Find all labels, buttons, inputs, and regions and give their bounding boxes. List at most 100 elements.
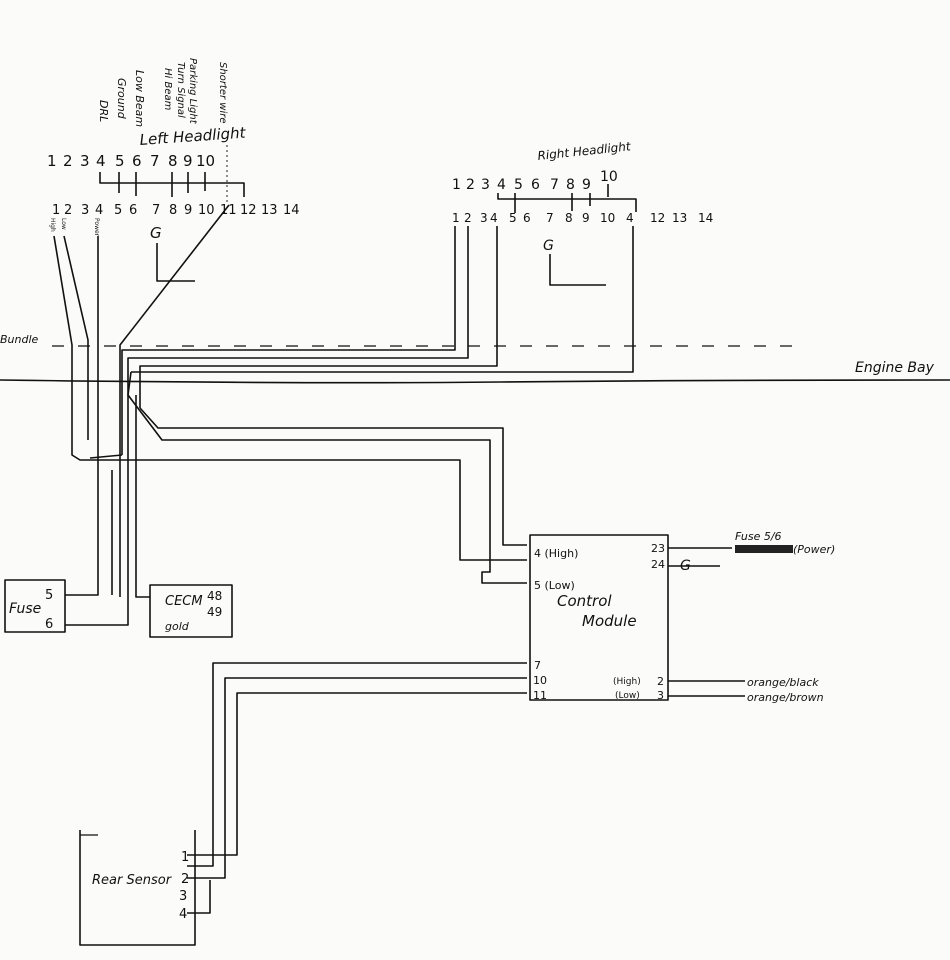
pin-label: 8 bbox=[168, 152, 178, 170]
wire-label-high: High bbox=[49, 218, 56, 232]
cm-note-low: (Low) bbox=[615, 691, 640, 701]
pin-label: 12 bbox=[650, 211, 665, 225]
rs-pin-2: 2 bbox=[181, 872, 189, 887]
pin-label: 5 bbox=[514, 177, 523, 193]
output-orange-black: orange/black bbox=[747, 676, 819, 689]
function-label-shorter-wire: Shorter wire bbox=[217, 62, 228, 124]
pin-label: 8 bbox=[566, 177, 575, 193]
function-label-ground: Ground bbox=[115, 78, 128, 120]
rs-pin-3: 3 bbox=[179, 889, 187, 904]
left-headlight: DRL Ground Low Beam Hi Beam Turn Signal … bbox=[47, 58, 300, 282]
output-power: (Power) bbox=[793, 543, 835, 556]
cecm-label: CECM bbox=[165, 594, 203, 609]
pin-label: 1 bbox=[52, 203, 60, 218]
pin-label: 1 bbox=[452, 177, 461, 193]
cm-ground-symbol: G bbox=[680, 558, 691, 574]
engine-bay-label: Engine Bay bbox=[855, 360, 935, 376]
pin-label: 6 bbox=[523, 211, 531, 225]
pin-label: 6 bbox=[132, 152, 142, 170]
fuse-pin-5: 5 bbox=[45, 588, 53, 603]
wires bbox=[53, 204, 745, 914]
function-label-parking-light: Parking Light bbox=[187, 58, 198, 125]
control-module: Control Module 4 (High) 5 (Low) 7 10 11 … bbox=[529, 530, 835, 704]
fuse-box: Fuse 5 6 bbox=[4, 579, 66, 633]
cm-pin-10: 10 bbox=[533, 674, 547, 687]
pin-label: 5 bbox=[509, 211, 517, 225]
pin-label: 12 bbox=[240, 203, 257, 218]
pin-label: 10 bbox=[196, 152, 215, 170]
pin-label: 4 bbox=[96, 152, 106, 170]
cm-pin-11: 11 bbox=[533, 689, 547, 702]
pin-label: 4 bbox=[626, 211, 634, 225]
pin-label: 3 bbox=[480, 211, 488, 225]
fuse-pin-6: 6 bbox=[45, 617, 53, 632]
pin-label: 2 bbox=[466, 177, 475, 193]
pin-label: 14 bbox=[283, 203, 300, 218]
cm-pin-4-high: 4 (High) bbox=[534, 547, 578, 560]
output-fuse: Fuse 5/6 bbox=[735, 530, 782, 543]
rs-pin-4: 4 bbox=[179, 907, 187, 922]
pin-label: 6 bbox=[531, 177, 540, 193]
fuse-label: Fuse bbox=[9, 601, 41, 617]
output-orange-brown: orange/brown bbox=[747, 691, 824, 704]
function-label-hi-beam: Hi Beam bbox=[162, 68, 173, 111]
pin-label: 2 bbox=[63, 152, 73, 170]
pin-label: 14 bbox=[698, 211, 713, 225]
rs-pin-1: 1 bbox=[181, 850, 189, 865]
cecm-sublabel: gold bbox=[165, 620, 190, 633]
engine-bay-line bbox=[0, 379, 950, 384]
pin-label: 11 bbox=[220, 203, 237, 218]
bundle-label: Bundle bbox=[0, 333, 39, 346]
pin-label: 8 bbox=[169, 203, 177, 218]
cecm-pin-49: 49 bbox=[207, 605, 222, 619]
pin-label: 10 bbox=[600, 169, 618, 185]
pin-label: 13 bbox=[672, 211, 687, 225]
pin-label: 2 bbox=[64, 203, 72, 218]
control-module-title-2: Module bbox=[582, 612, 637, 630]
right-headlight: Right Headlight 1 2 3 4 5 6 7 8 9 10 1 2… bbox=[452, 139, 713, 286]
pin-label: 4 bbox=[497, 177, 506, 193]
pin-label: 7 bbox=[150, 152, 160, 170]
pin-label: 9 bbox=[582, 211, 590, 225]
pin-label: 7 bbox=[550, 177, 559, 193]
cm-pin-5-low: 5 (Low) bbox=[534, 579, 575, 592]
pin-label: 3 bbox=[80, 152, 90, 170]
cm-note-high: (High) bbox=[613, 677, 641, 687]
pin-label: 2 bbox=[464, 211, 472, 225]
pin-label: 8 bbox=[565, 211, 573, 225]
cm-pin-3: 3 bbox=[657, 689, 664, 702]
pin-label: 13 bbox=[261, 203, 278, 218]
left-ground-symbol: G bbox=[150, 224, 162, 242]
function-label-low-beam: Low Beam bbox=[133, 70, 146, 127]
cm-pin-7: 7 bbox=[534, 659, 541, 672]
rear-sensor: Rear Sensor 1 2 3 4 bbox=[79, 830, 196, 946]
pin-label: 3 bbox=[81, 203, 89, 218]
function-label-drl: DRL bbox=[97, 100, 110, 122]
pin-label: 7 bbox=[152, 203, 160, 218]
wire-label-low: Low bbox=[60, 218, 67, 230]
pin-label: 5 bbox=[115, 152, 125, 170]
cecm-pin-48: 48 bbox=[207, 589, 222, 603]
cecm-box: CECM gold 48 49 bbox=[149, 584, 233, 638]
wire-label-power: Power bbox=[93, 218, 100, 237]
pin-label: 9 bbox=[184, 203, 192, 218]
right-headlight-title: Right Headlight bbox=[537, 139, 633, 163]
pin-label: 1 bbox=[452, 211, 460, 225]
pin-label: 9 bbox=[582, 177, 591, 193]
cm-pin-2: 2 bbox=[657, 675, 664, 688]
pin-label: 9 bbox=[183, 152, 193, 170]
pin-label: 4 bbox=[95, 203, 103, 218]
control-module-title: Control bbox=[557, 592, 612, 610]
scribbled-out-text bbox=[735, 545, 793, 553]
function-label-turn-signal: Turn Signal bbox=[175, 62, 186, 118]
pin-label: 1 bbox=[47, 152, 57, 170]
rear-sensor-label: Rear Sensor bbox=[92, 873, 173, 888]
pin-label: 7 bbox=[546, 211, 554, 225]
pin-label: 10 bbox=[600, 211, 615, 225]
pin-label: 6 bbox=[129, 203, 137, 218]
right-ground-symbol: G bbox=[543, 238, 554, 254]
left-headlight-title: Left Headlight bbox=[139, 124, 247, 149]
cm-pin-24: 24 bbox=[651, 558, 665, 571]
